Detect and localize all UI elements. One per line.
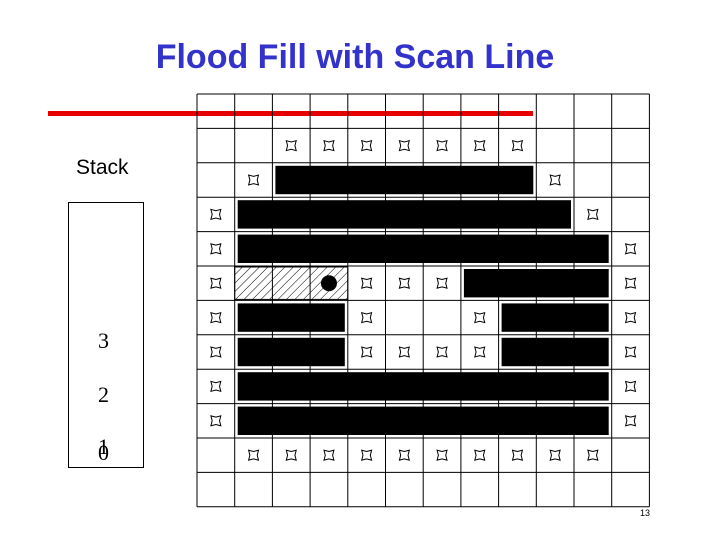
- stack-box: [68, 202, 144, 468]
- star-marker: [398, 449, 410, 461]
- stack-entry-3: 3: [98, 328, 109, 353]
- star-marker: [436, 277, 448, 289]
- star-marker: [474, 346, 486, 358]
- boundary-span: [237, 372, 609, 401]
- star-marker: [474, 139, 486, 152]
- star-marker: [285, 139, 297, 152]
- star-marker: [247, 449, 260, 461]
- star-marker: [474, 311, 486, 324]
- star-marker: [549, 449, 561, 461]
- star-marker: [624, 415, 637, 427]
- star-marker: [210, 415, 222, 427]
- page-number: 13: [640, 508, 651, 518]
- star-marker: [361, 346, 373, 358]
- star-marker: [436, 346, 448, 358]
- star-marker: [361, 139, 373, 152]
- title-underline: [48, 111, 533, 116]
- boundary-span: [463, 269, 609, 298]
- star-marker: [361, 277, 373, 289]
- star-marker: [210, 380, 222, 393]
- boundary-span: [237, 337, 345, 367]
- star-marker: [247, 174, 260, 186]
- star-marker: [398, 139, 410, 152]
- stack-entry-2: 2: [98, 382, 109, 407]
- star-marker: [624, 277, 637, 289]
- seed-point: [320, 275, 337, 292]
- star-marker: [587, 208, 599, 221]
- star-marker: [511, 139, 524, 152]
- star-marker: [210, 277, 222, 289]
- boundary-span: [237, 303, 345, 332]
- star-marker: [398, 346, 410, 358]
- star-marker: [398, 277, 410, 289]
- boundary-span: [501, 303, 609, 332]
- star-marker: [436, 139, 448, 152]
- stack-label: Stack: [76, 156, 129, 179]
- boundary-span: [275, 165, 534, 195]
- boundary-span: [237, 200, 571, 229]
- star-marker: [210, 208, 222, 221]
- boundary-span: [237, 234, 609, 263]
- star-marker: [210, 243, 222, 255]
- star-marker: [285, 449, 297, 461]
- star-marker: [587, 449, 599, 461]
- boundary-span: [237, 406, 609, 435]
- star-marker: [210, 311, 222, 324]
- star-marker: [624, 380, 637, 393]
- stack-entry-0: 0: [98, 440, 109, 465]
- boundary-span: [501, 337, 609, 367]
- star-marker: [549, 174, 561, 186]
- star-marker: [323, 139, 335, 152]
- star-marker: [624, 311, 637, 324]
- star-marker: [361, 449, 373, 461]
- star-marker: [210, 346, 222, 358]
- slide-title: Flood Fill with Scan Line: [155, 38, 555, 76]
- star-marker: [624, 243, 637, 255]
- star-marker: [436, 449, 448, 461]
- star-marker: [624, 346, 637, 358]
- star-marker: [323, 449, 335, 461]
- star-marker: [474, 449, 486, 461]
- star-marker: [361, 311, 373, 324]
- stack-entry-1: 1: [98, 434, 109, 459]
- star-marker: [511, 449, 524, 461]
